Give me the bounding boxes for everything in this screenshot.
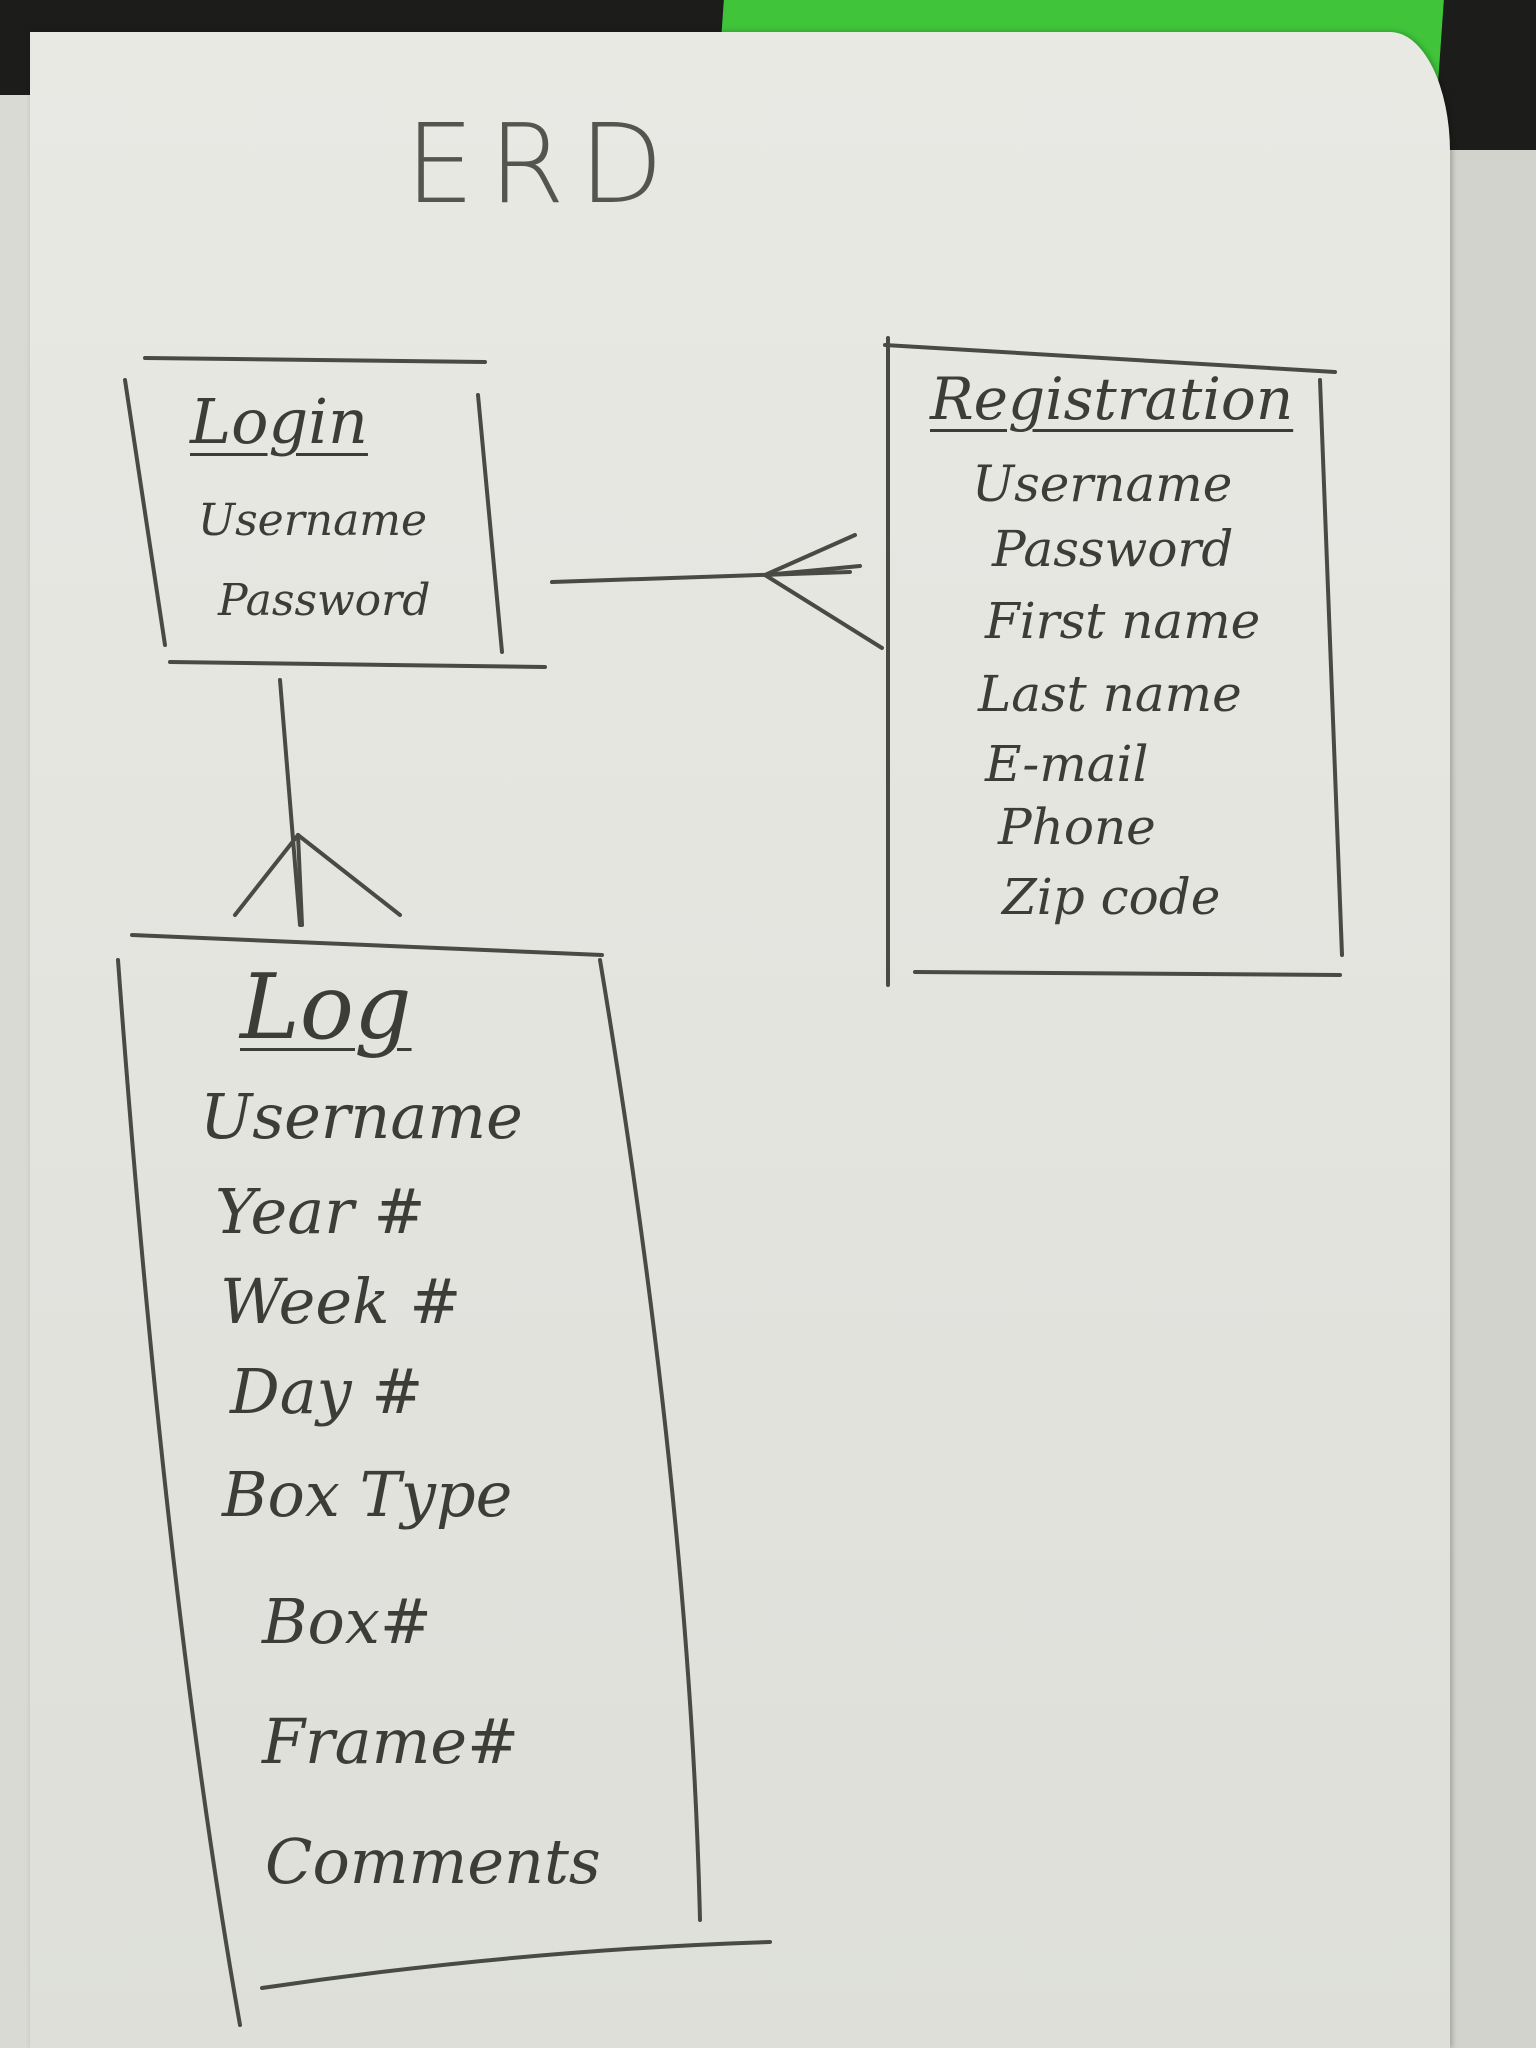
log-entity-name: Log (240, 955, 412, 1060)
log-attr-year: Year # (215, 1175, 426, 1248)
notebook-right-edge (1440, 150, 1536, 2048)
notebook-page (30, 32, 1450, 2048)
log-attr-day: Day # (230, 1355, 424, 1428)
registration-attr-username: Username (972, 455, 1233, 513)
login-entity-name: Login (190, 385, 368, 458)
login-attr-password: Password (218, 575, 431, 626)
log-attr-box-number: Box# (262, 1585, 432, 1658)
registration-entity-box (883, 336, 1344, 987)
login-log-relationship (233, 678, 402, 927)
log-attr-frame-number: Frame# (262, 1705, 520, 1778)
log-attr-comments: Comments (265, 1825, 601, 1898)
log-attr-week: Week # (220, 1265, 462, 1338)
log-attr-box-type: Box Type (222, 1458, 513, 1531)
diagram-title: ERD (405, 100, 678, 228)
registration-attr-phone: Phone (998, 798, 1156, 856)
registration-attr-password: Password (992, 520, 1234, 578)
login-registration-relationship (550, 533, 884, 650)
log-entity-box (116, 933, 772, 2027)
registration-attr-last-name: Last name (978, 665, 1242, 723)
login-entity-box (123, 356, 547, 669)
login-attr-username: Username (198, 495, 428, 546)
registration-attr-email: E-mail (985, 735, 1149, 793)
registration-entity-name: Registration (930, 365, 1294, 433)
log-attr-username: Username (200, 1080, 523, 1153)
registration-attr-zip-code: Zip code (1002, 868, 1221, 926)
registration-attr-first-name: First name (985, 592, 1261, 650)
